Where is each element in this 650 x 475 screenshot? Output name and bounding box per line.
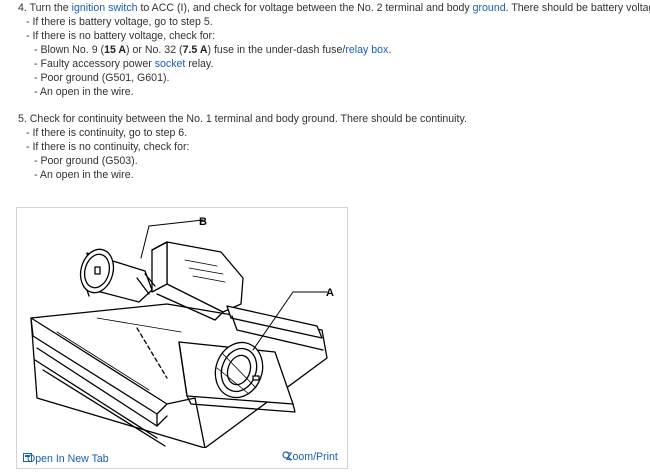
label-a: A	[326, 287, 334, 299]
item-text: - Faulty accessory power	[34, 58, 155, 70]
fuse-rating: 7.5 A	[182, 44, 208, 56]
step5-sub2: - If there is no continuity, check for:	[26, 141, 190, 153]
relay-box-link[interactable]: relay box	[345, 44, 389, 56]
accessory-socket-diagram: B A	[30, 216, 334, 448]
step5-line: 5. Check for continuity between the No. …	[18, 113, 467, 125]
step4-sub1: - If there is battery voltage, go to ste…	[26, 16, 213, 28]
step5-item2: - An open in the wire.	[34, 169, 134, 181]
step4-item2: - Faulty accessory power socket relay.	[34, 58, 213, 71]
open-in-new-tab-label[interactable]: Open In New Tab	[27, 453, 109, 465]
step4-item3: - Poor ground (G501, G601).	[34, 72, 170, 84]
step4-line: 4. Turn the ignition switch to ACC (I), …	[18, 2, 650, 15]
ignition-switch-link[interactable]: ignition switch	[71, 2, 138, 14]
item-text: ) fuse in the under-dash fuse/	[207, 44, 346, 56]
figure-panel: B A Open In New Tab Zoom/Print	[16, 207, 348, 469]
zoom-print-link[interactable]: Zoom/Print	[282, 451, 338, 463]
fuse-rating: 15 A	[104, 44, 127, 56]
step4-sub2: - If there is no battery voltage, check …	[26, 30, 216, 42]
step4-text: 4. Turn the	[18, 2, 72, 14]
step4-item4: - An open in the wire.	[34, 86, 134, 98]
item-text: .	[388, 44, 392, 56]
zoom-print-label[interactable]: Zoom/Print	[286, 451, 338, 463]
item-text: ) or No. 32 (	[126, 44, 183, 56]
open-in-new-tab-link[interactable]: Open In New Tab	[23, 453, 109, 465]
step5-sub1: - If there is continuity, go to step 6.	[26, 127, 188, 139]
ground-link[interactable]: ground	[472, 2, 506, 14]
socket-link[interactable]: socket	[154, 58, 186, 70]
step4-text: . There should be battery voltage.	[505, 2, 650, 14]
item-text: - Blown No. 9 (	[34, 44, 105, 56]
item-text: relay.	[185, 58, 214, 70]
step4-item1: - Blown No. 9 (15 A) or No. 32 (7.5 A) f…	[34, 44, 391, 57]
step4-text: to ACC (I), and check for voltage betwee…	[137, 2, 473, 14]
step5-item1: - Poor ground (G503).	[34, 155, 138, 167]
label-b: B	[199, 216, 207, 228]
